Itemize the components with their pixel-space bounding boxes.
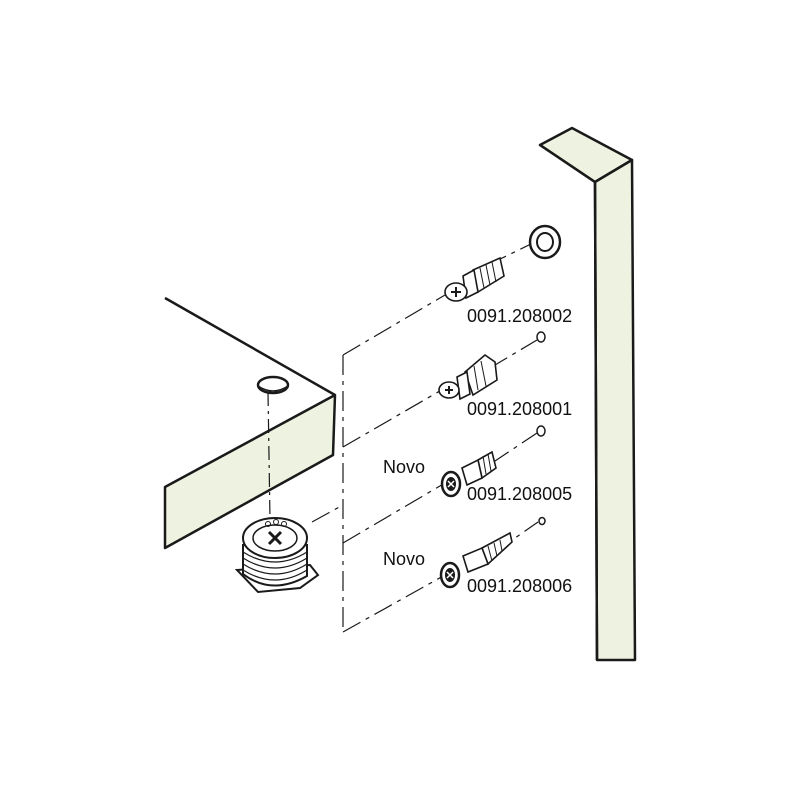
part-code-label: 0091.208001 — [467, 399, 572, 419]
washer — [528, 224, 562, 260]
hole-axis-line — [267, 391, 271, 521]
connector-bolt-3 — [440, 450, 497, 498]
assembly-guide-lines — [311, 241, 539, 633]
new-badge-label: Novo — [383, 549, 425, 569]
new-badge-label: Novo — [383, 457, 425, 477]
shelf-board — [163, 296, 337, 550]
drill-marks — [536, 331, 546, 526]
part-code-label: 0091.208002 — [467, 306, 572, 326]
side-panel — [538, 126, 637, 662]
connector-bolt-1 — [444, 256, 505, 302]
connector-bolt-4 — [439, 531, 513, 589]
part-code-label: 0091.208006 — [467, 576, 572, 596]
cam-housing — [234, 517, 320, 594]
part-code-label: 0091.208005 — [467, 484, 572, 504]
connector-bolt-2 — [438, 353, 498, 401]
